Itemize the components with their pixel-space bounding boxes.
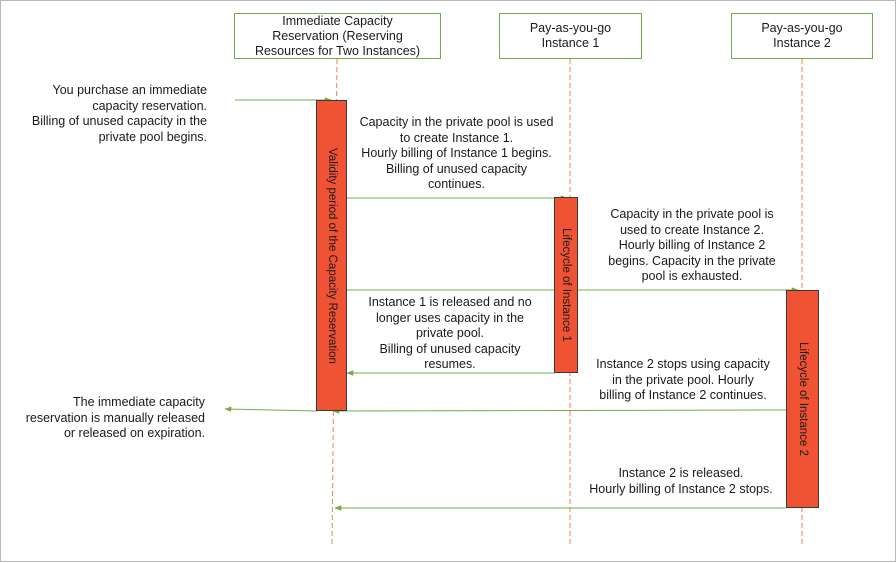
note-purchase: You purchase an immediate capacity reser… <box>31 83 207 144</box>
header-instance1-label: Pay-as-you-go Instance 1 <box>529 21 612 50</box>
bar-instance2-lifecycle: Lifecycle of Instance 2 <box>786 290 819 508</box>
header-instance2: Pay-as-you-go Instance 2 <box>731 13 873 59</box>
note-create-instance2: Capacity in the private pool is used to … <box>608 207 776 283</box>
bar-reservation-label: Validity period of the Capacity Reservat… <box>325 147 338 364</box>
arrow-reservation-expire <box>224 406 318 412</box>
note-release-instance2: Instance 2 is released. Hourly billing o… <box>589 466 773 496</box>
header-instance1: Pay-as-you-go Instance 1 <box>499 13 642 59</box>
note-release-instance1: Instance 1 is released and no longer use… <box>368 295 532 371</box>
header-reservation-label: Immediate Capacity Reservation (Reservin… <box>254 13 421 58</box>
header-reservation: Immediate Capacity Reservation (Reservin… <box>234 13 441 59</box>
bar-instance1-label: Lifecycle of Instance 1 <box>560 228 572 342</box>
note-create-instance1: Capacity in the private pool is used to … <box>359 115 554 191</box>
header-instance2-label: Pay-as-you-go Instance 2 <box>761 21 843 50</box>
arrow-stop-instance2 <box>332 408 787 414</box>
note-reservation-expire: The immediate capacity reservation is ma… <box>25 395 205 440</box>
note-stop-instance2: Instance 2 stops using capacity in the p… <box>596 357 770 402</box>
bar-reservation-validity: Validity period of the Capacity Reservat… <box>316 100 347 411</box>
bar-instance2-label: Lifecycle of Instance 2 <box>796 342 809 456</box>
bar-instance1-lifecycle: Lifecycle of Instance 1 <box>554 197 578 373</box>
